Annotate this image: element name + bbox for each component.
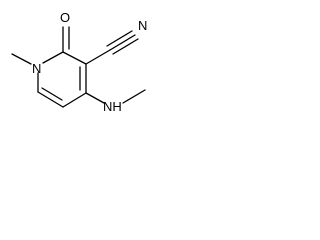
bond-n1-c2: [42, 51, 64, 64]
bond-c4-c5: [62, 92, 87, 108]
atom-label-carbonyl-oxygen: O: [60, 10, 70, 25]
bond-nh-methyl: [122, 89, 146, 104]
bond-n-methyl: [11, 53, 32, 65]
bond-nitrile-2: [106, 30, 133, 47]
bond-c4-nh: [85, 92, 105, 104]
chemical-structure-diagram: N O N NH: [11, 10, 147, 114]
bond-nitrile-1: [109, 34, 136, 51]
atom-label-amine-nh: NH: [103, 99, 122, 114]
bond-c5-c6: [37, 91, 64, 108]
bond-nitrile-3: [112, 38, 139, 55]
bond-c3-cn: [85, 49, 111, 65]
atom-label-nitrile-nitrogen: N: [138, 18, 147, 33]
atom-label-ring-nitrogen: N: [32, 61, 41, 76]
bond-c2-c3: [62, 51, 87, 65]
bond-c5-c6-inner: [41, 87, 63, 101]
